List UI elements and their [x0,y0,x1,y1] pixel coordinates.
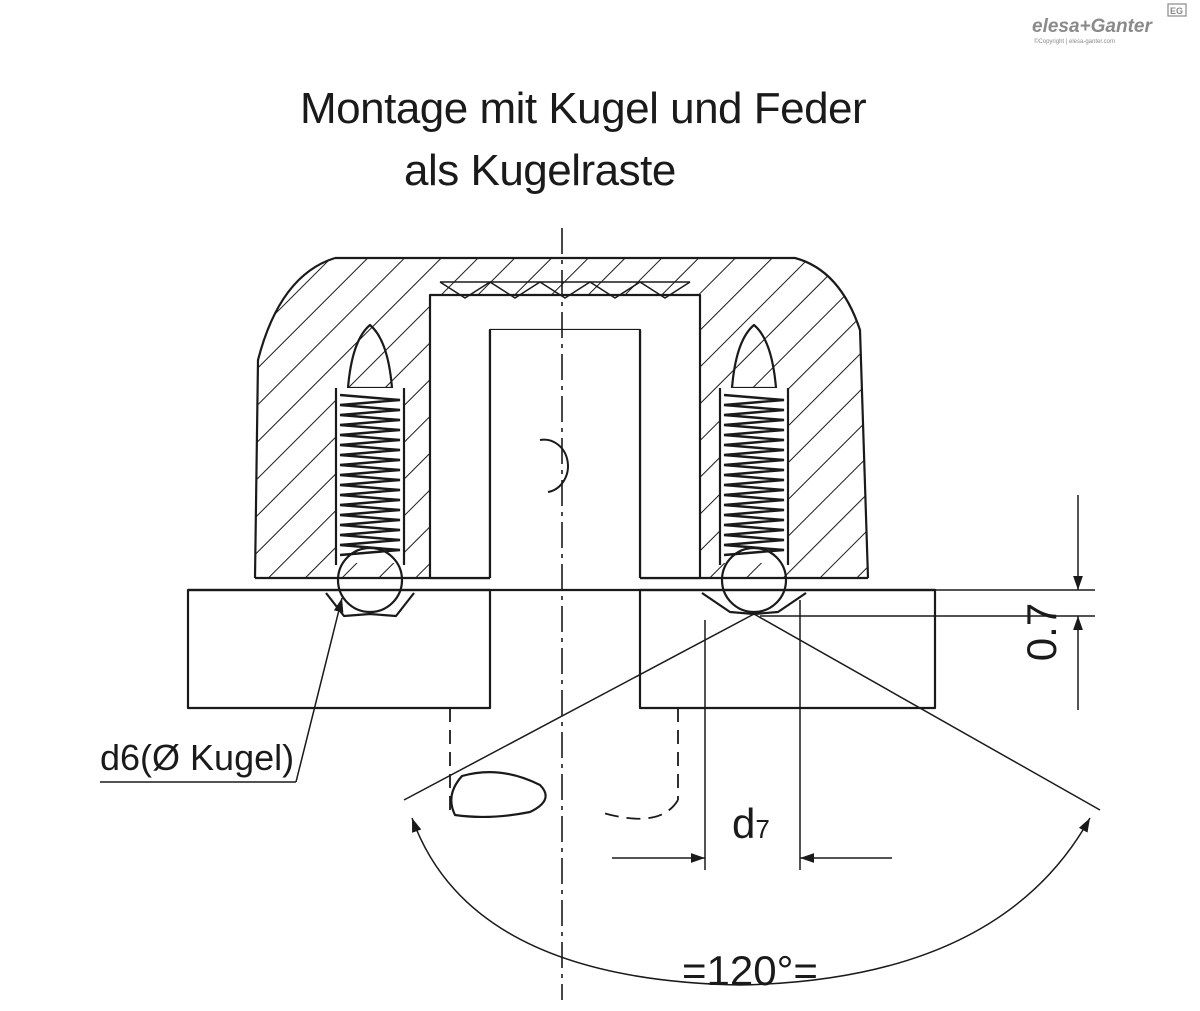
elesa-ganter-logo: elesa+Ganter EG ©Copyright | elesa-gante… [1032,3,1187,45]
central-bore [488,330,642,710]
d7-label-main: d [732,800,755,847]
hidden-lines [449,708,679,820]
svg-text:elesa+Ganter: elesa+Ganter [1032,16,1154,37]
ball-diameter-leader: d6(Ø Kugel) [100,597,344,783]
left-ball [336,546,404,614]
depth-label: 0.7 [1018,603,1065,661]
logo-copyright: ©Copyright | elesa-ganter.com [1034,38,1115,45]
logo-brand-left: elesa [1032,16,1080,37]
dimension-depth: 0.7 [760,495,1095,710]
right-spring-plunger [701,323,807,616]
lever-detail [450,771,547,818]
right-ball [720,546,788,614]
svg-text:d7: d7 [732,800,770,847]
d7-label-sub: 7 [755,814,769,844]
dimension-d7: d7 [612,600,892,870]
ball-diameter-label: d6(Ø Kugel) [100,737,294,778]
logo-badge: EG [1170,6,1183,16]
title-line-2: als Kugelraste [404,146,676,195]
angle-label: =120°= [682,947,818,994]
logo-brand-plus: + [1080,16,1091,37]
logo-badge-frame [1167,3,1187,17]
logo-brand-right: Ganter [1091,16,1154,37]
dimension-angle: =120°= [403,613,1101,994]
title-line-1: Montage mit Kugel und Feder [300,84,866,133]
